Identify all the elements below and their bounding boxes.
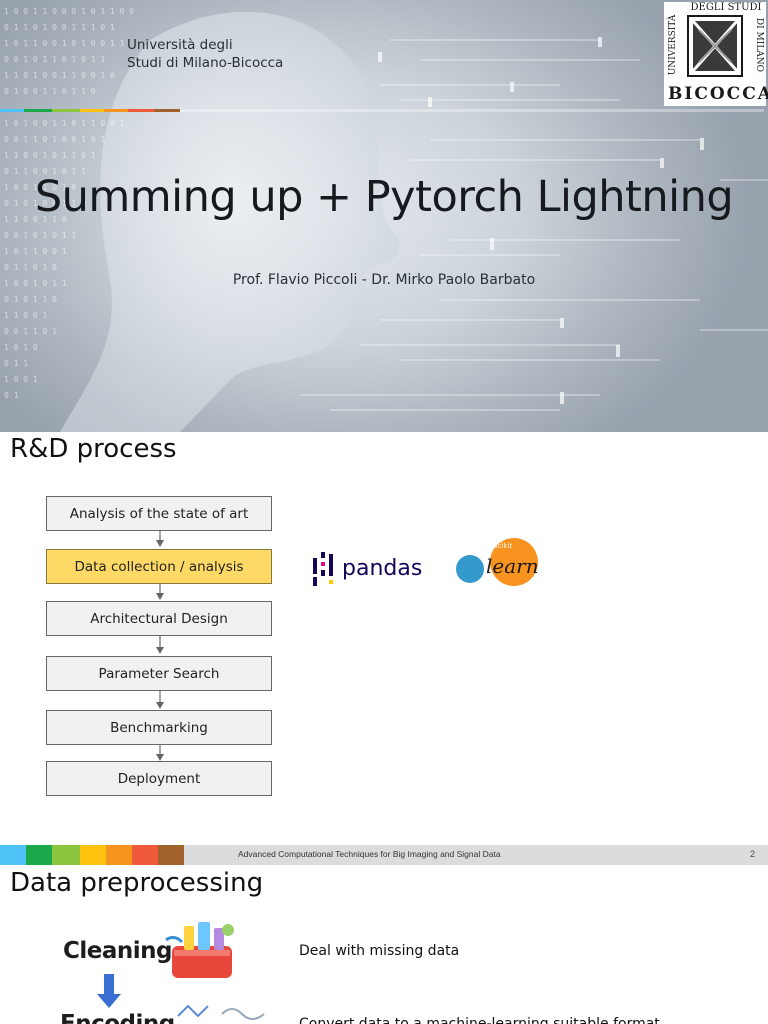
svg-text:1 0 0 1 0 1 1: 1 0 0 1 0 1 1	[4, 279, 67, 288]
arrow-down-icon	[97, 974, 121, 1008]
learn-wordmark: learn	[486, 554, 539, 578]
arrow-down-icon	[156, 531, 164, 547]
course-name: Advanced Computational Techniques for Bi…	[238, 849, 501, 859]
svg-text:0 0 1 1 0 1 0 0 1 0 1: 0 0 1 1 0 1 0 0 1 0 1	[4, 135, 105, 144]
stage-encoding-label: Encoding	[60, 1011, 175, 1024]
color-strip-footer	[0, 845, 184, 865]
svg-text:0 0 1 0 1 0 1 1: 0 0 1 0 1 0 1 1	[4, 231, 76, 240]
step-state-of-art: Analysis of the state of art	[46, 496, 272, 531]
stage-cleaning-label: Cleaning	[63, 938, 172, 964]
stage-cleaning-description: Deal with missing data	[299, 943, 460, 959]
svg-text:0 1 1 0 1 0: 0 1 1 0 1 0	[4, 263, 57, 272]
arrow-down-icon	[156, 691, 164, 709]
binary-head-background: 1 0 0 1 1 0 0 0 1 0 1 1 0 0 0 1 1 0 1 0 …	[4, 7, 768, 432]
arrow-down-icon	[156, 584, 164, 600]
slide-heading: R&D process	[10, 434, 177, 464]
bicocca-logo: DEGLI STUDI UNIVERSITÀ DI MILANO BICOCCA	[664, 2, 768, 106]
step-deployment: Deployment	[46, 761, 272, 796]
logo-top-text: DEGLI STUDI	[690, 2, 762, 13]
data-preprocessing-slide: Data preprocessing Cleaning Deal with mi…	[0, 868, 768, 1024]
presentation-title: Summing up + Pytorch Lightning	[34, 172, 734, 222]
svg-text:0 1 1: 0 1 1	[4, 359, 28, 368]
university-line-2: Studi di Milano-Bicocca	[127, 55, 284, 71]
color-strip-top	[0, 109, 764, 112]
svg-text:0 1 1 0 0 1 0 1 1: 0 1 1 0 0 1 0 1 1	[4, 167, 86, 176]
rd-process-slide: R&D process Analysis of the state of art…	[0, 432, 768, 868]
svg-text:0 0 1 0 1 1 0 1 0 1 1: 0 0 1 0 1 1 0 1 0 1 1	[4, 55, 105, 64]
svg-text:1 0 1 1 0 0 1: 1 0 1 1 0 0 1	[4, 247, 67, 256]
svg-text:1 1 0 1 0 0 1 1 0 0 1 0: 1 1 0 1 0 0 1 1 0 0 1 0	[4, 71, 115, 80]
page-number: 2	[750, 849, 756, 859]
svg-text:1 1 0 0 1 0 1 1 0 1: 1 1 0 0 1 0 1 1 0 1	[4, 151, 96, 160]
svg-text:1 1 0 0 1: 1 1 0 0 1	[4, 311, 48, 320]
svg-text:1 0 0 1: 1 0 0 1	[4, 375, 38, 384]
svg-text:1 0 1 0: 1 0 1 0	[4, 343, 38, 352]
pandas-logo: pandas	[312, 550, 422, 586]
svg-text:1 0 0 1 1 0 1 0: 1 0 0 1 1 0 1 0	[4, 183, 76, 192]
encoding-icon	[177, 1004, 265, 1020]
title-slide: 1 0 0 1 1 0 0 0 1 0 1 1 0 0 0 1 1 0 1 0 …	[0, 0, 768, 432]
bicocca-seal-icon	[687, 15, 743, 77]
step-architectural-design: Architectural Design	[46, 601, 272, 636]
svg-text:1 0 1 0 0 1 1 0 1 1 0 0 1: 1 0 1 0 0 1 1 0 1 1 0 0 1	[4, 119, 125, 128]
svg-text:0 1 1 0 1 0 0 1 1 1 0 1: 0 1 1 0 1 0 0 1 1 1 0 1	[4, 23, 115, 32]
authors: Prof. Flavio Piccoli - Dr. Mirko Paolo B…	[232, 272, 536, 288]
pandas-bars-icon	[313, 552, 333, 586]
university-name: Università degli Studi di Milano-Bicocca	[127, 36, 283, 72]
svg-text:1 0 1 1 0 0 1 0 1 0 0 1 1: 1 0 1 1 0 0 1 0 1 0 0 1 1	[4, 39, 125, 48]
logo-left-text: UNIVERSITÀ	[668, 14, 678, 76]
university-line-1: Università degli	[127, 37, 233, 53]
step-parameter-search: Parameter Search	[46, 656, 272, 691]
svg-text:0 0 1 1 0 1: 0 0 1 1 0 1	[4, 327, 57, 336]
slide-footer: Advanced Computational Techniques for Bi…	[0, 845, 768, 865]
scikit-learn-icon	[456, 538, 538, 586]
svg-text:1 0 0 1 1 0 0 0 1 0 1 1 0 0: 1 0 0 1 1 0 0 0 1 0 1 1 0 0	[4, 7, 134, 16]
logo-word: BICOCCA	[668, 84, 768, 104]
scikit-small-text: scikit	[494, 542, 513, 550]
arrow-down-icon	[156, 636, 164, 654]
svg-text:0 1: 0 1	[4, 391, 19, 400]
stage-encoding-description: Convert data to a machine-learning suita…	[299, 1016, 660, 1024]
scikit-learn-logo: scikit learn	[454, 536, 544, 592]
svg-text:0 1 0 1 0 0 1 1 0: 0 1 0 1 0 0 1 1 0	[4, 199, 86, 208]
svg-text:1 1 0 0 1 1 0: 1 1 0 0 1 1 0	[4, 215, 67, 224]
step-benchmarking: Benchmarking	[46, 710, 272, 745]
step-data-collection: Data collection / analysis	[46, 549, 272, 584]
pandas-wordmark: pandas	[342, 555, 423, 581]
cleaning-bucket-icon	[165, 922, 234, 978]
arrow-down-icon	[156, 745, 164, 761]
svg-text:0 1 0 1 1 0: 0 1 0 1 1 0	[4, 295, 57, 304]
svg-text:0 1 0 0 1 1 0 1 1 0: 0 1 0 0 1 1 0 1 1 0	[4, 87, 96, 96]
logo-right-text: DI MILANO	[754, 17, 764, 73]
slide-heading: Data preprocessing	[10, 868, 264, 898]
